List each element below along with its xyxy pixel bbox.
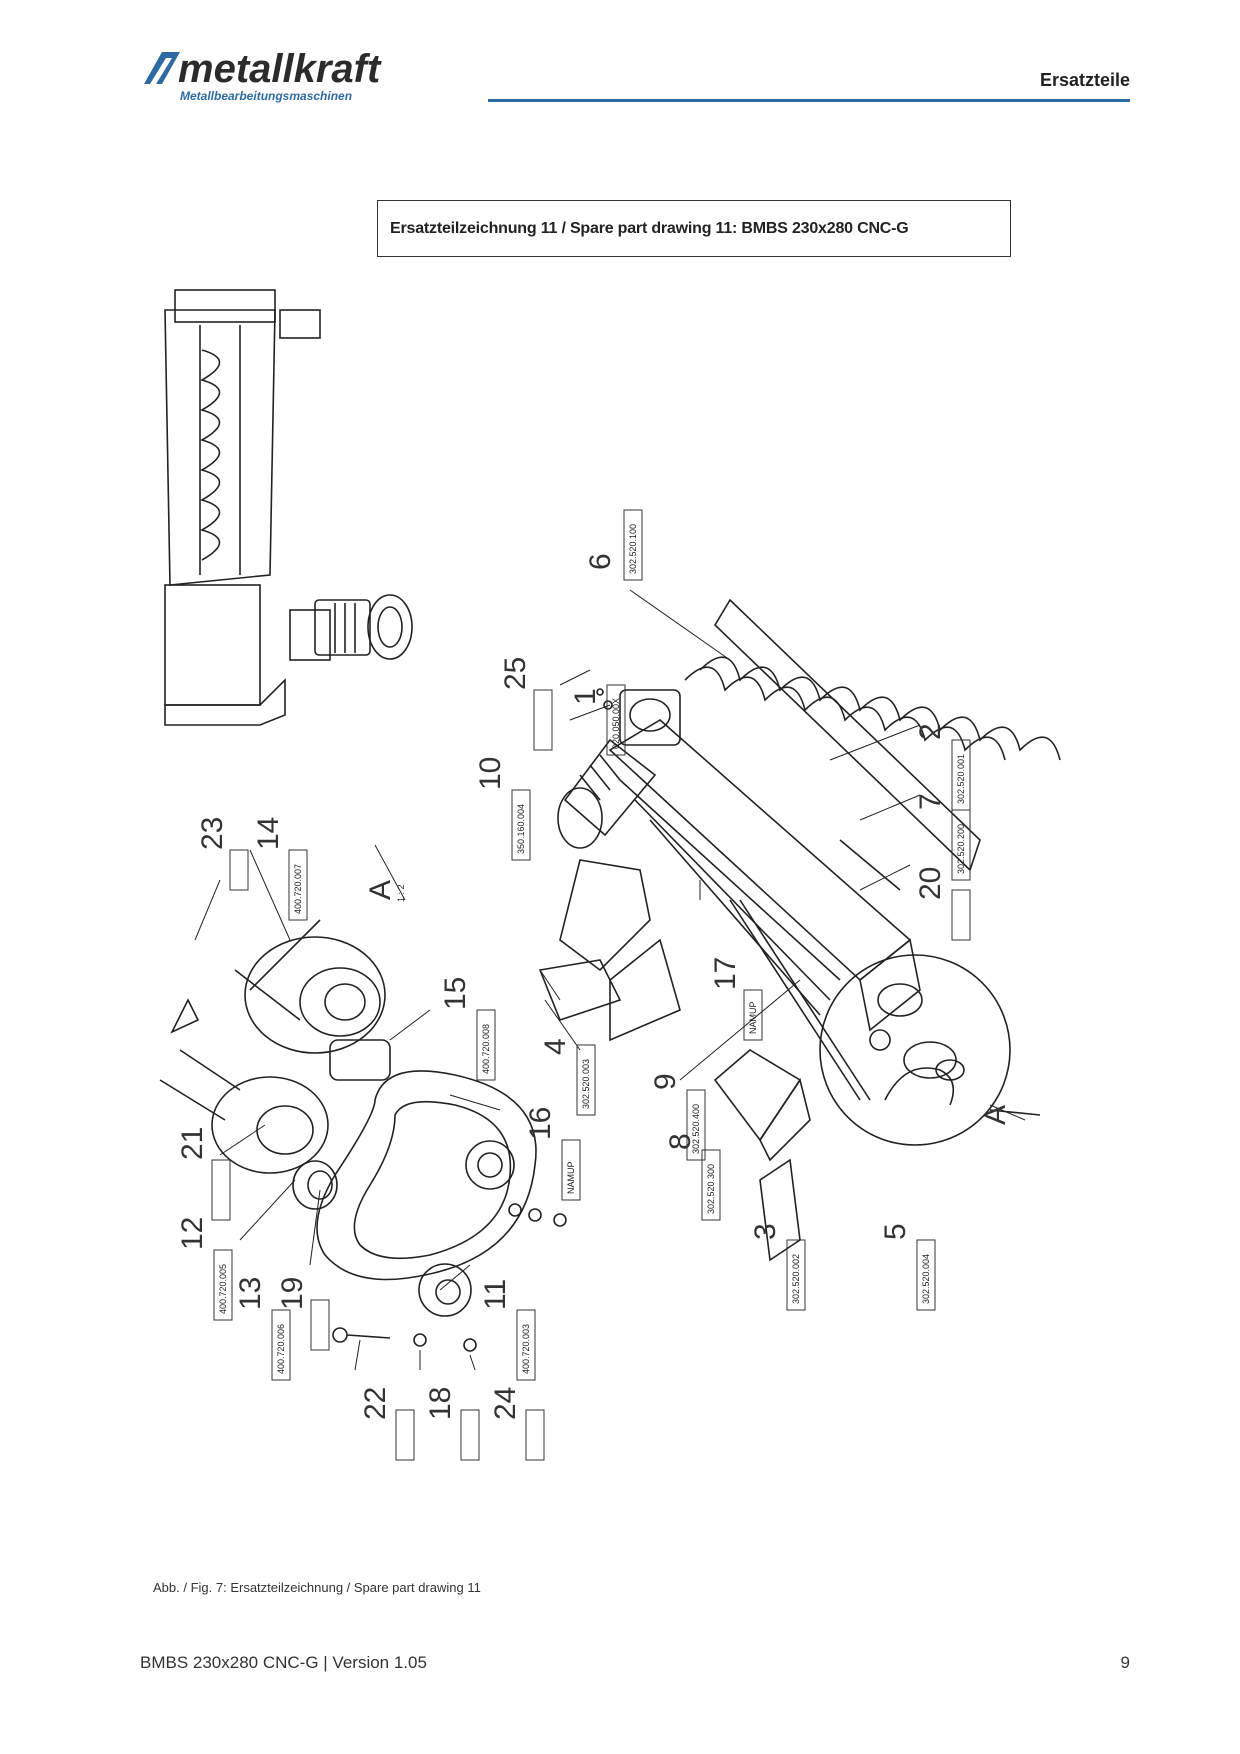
callout-2-code: 302.520.001 [956,754,966,804]
callout-7-num: 7 [914,793,947,810]
callout-11-code: 400.720.003 [521,1324,531,1374]
callout-13-num: 13 [234,1277,267,1310]
drawing-title: Ersatzteilzeichnung 11 / Spare part draw… [390,219,909,237]
callout-3-num: 3 [749,1223,782,1240]
drawing-title-box: Ersatzteilzeichnung 11 / Spare part draw… [377,200,1011,257]
footer-page-number: 9 [1120,1653,1130,1672]
callout-3-code: 302.520.002 [791,1254,801,1304]
detail-a-circle [819,954,1041,1146]
bracket-plates [538,859,871,1262]
screw-trough [608,598,981,1032]
spare-part-drawing: 6 302.520.100 1 020.050.00X 25 2 302.520… [159,289,1061,1461]
callout-13-code: 400.720.006 [276,1324,286,1374]
section-title: Ersatzteile [1039,70,1130,90]
brand-name: metallkraft [178,48,382,91]
callout-9-code: 302.520.400 [691,1104,701,1154]
callout-17-num: 17 [709,957,742,990]
callout-6-code: 302.520.100 [628,524,638,574]
callout-1-code: 020.050.00X [611,698,621,749]
callout-4-code: 302.520.003 [581,1059,591,1109]
logo-mark-icon: metallkraft Metallbearbeitungsmaschinen [144,47,382,103]
callout-1-num: 1 [569,688,602,705]
detail-a-callout: A [979,1105,1012,1125]
callout-14-code: 400.720.007 [293,864,303,914]
callout-15-num: 15 [439,977,472,1010]
header-rule [488,99,1130,102]
callout-6-num: 6 [584,553,617,570]
callout-19-num: 19 [276,1277,309,1310]
callout-8-num: 8 [664,1133,697,1150]
callout-8-code: 302.520.300 [706,1164,716,1214]
auger-spiral [684,656,1061,891]
detail-a-label: A [364,880,397,900]
gear-motor [557,688,681,849]
callout-23-num: 23 [196,817,229,850]
footer-doc-version: BMBS 230x280 CNC-G | Version 1.05 [140,1653,427,1672]
callout-21-num: 21 [176,1127,209,1160]
assembly-overview [164,289,413,726]
callout-16-code: NAMUP [566,1161,576,1194]
callout-5-num: 5 [879,1223,912,1240]
callout-4-num: 4 [539,1038,572,1055]
callout-labels: 6 302.520.100 1 020.050.00X 25 2 302.520… [176,509,1012,1461]
callout-12-code: 400.720.005 [218,1264,228,1314]
callout-25-num: 25 [499,657,532,690]
callout-22-num: 22 [359,1387,392,1420]
callout-17-code: NAMUP [748,1001,758,1034]
callout-7-code: 302.520.200 [956,824,966,874]
callout-14-num: 14 [252,817,285,850]
callout-18-num: 18 [424,1387,457,1420]
detail-a-scale: 1 : 2 [396,884,406,902]
figure-caption: Abb. / Fig. 7: Ersatzteilzeichnung / Spa… [153,1580,481,1595]
brand-logo: metallkraft Metallbearbeitungsmaschinen [140,47,470,108]
callout-24-num: 24 [489,1387,522,1420]
callout-16-num: 16 [524,1107,557,1140]
callout-9-num: 9 [649,1073,682,1090]
callout-10-code: 350.160.004 [516,804,526,854]
callout-20-num: 20 [914,867,947,900]
callout-5-code: 302.520.004 [921,1254,931,1304]
callout-11-num: 11 [479,1279,512,1310]
callout-12-num: 12 [176,1217,209,1250]
brand-tagline: Metallbearbeitungsmaschinen [180,89,352,103]
callout-15-code: 400.720.008 [481,1024,491,1074]
callout-2-num: 2 [914,723,947,740]
leader-lines [194,589,1026,1371]
callout-10-num: 10 [474,757,507,790]
